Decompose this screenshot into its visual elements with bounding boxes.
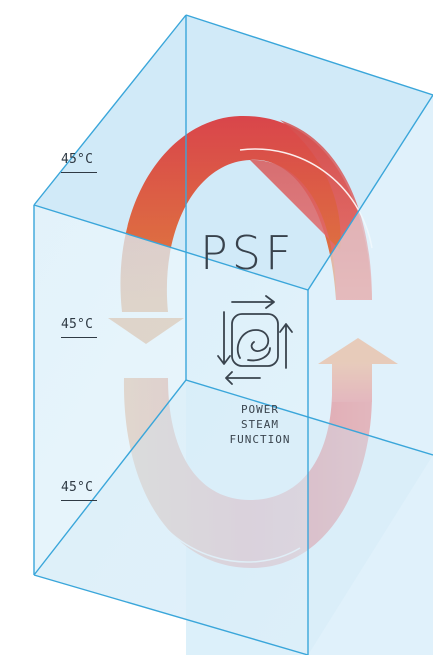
box-edges: [33, 14, 433, 655]
box-front: [34, 95, 433, 655]
temperature-line-bottom: [61, 500, 97, 501]
temperature-label-middle: 45°C: [61, 317, 94, 332]
temperature-line-top: [61, 172, 97, 173]
caption-line-function: FUNCTION: [229, 433, 291, 446]
temperature-line-middle: [61, 337, 97, 338]
upper-loop-arc: [120, 115, 372, 312]
caption-line-steam: STEAM: [240, 418, 280, 431]
psf-title: PSF: [200, 226, 296, 280]
caption-line-power: POWER: [240, 403, 280, 416]
psf-caption: POWER STEAM FUNCTION: [210, 402, 310, 447]
temperature-label-top: 45°C: [61, 152, 94, 167]
steam-cycle-icon: [217, 295, 293, 385]
temperature-label-bottom: 45°C: [61, 480, 94, 495]
